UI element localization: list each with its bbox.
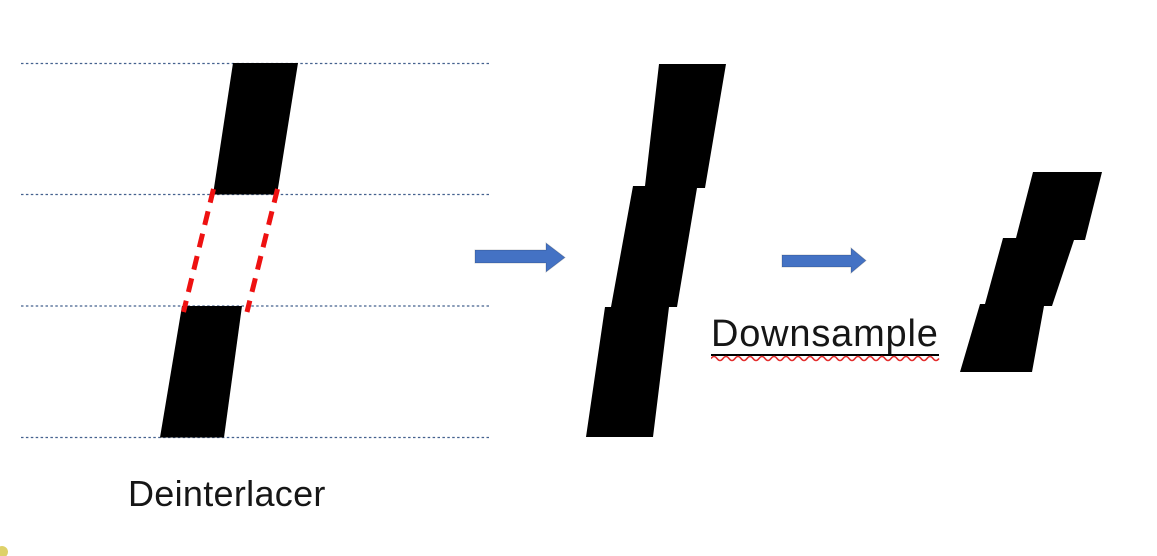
missing-field-left-dash xyxy=(181,188,216,313)
interlaced-bar-bottom-field xyxy=(160,306,242,438)
deinterlaced-bar xyxy=(586,64,726,437)
deinterlace-right-arrow-icon xyxy=(474,241,566,274)
downsampled-bar xyxy=(960,172,1102,372)
wavy-path xyxy=(711,355,940,362)
spellcheck-wavy-underline xyxy=(711,355,940,362)
downsample-label: Downsample xyxy=(711,315,939,356)
missing-field-right-dash xyxy=(244,188,280,313)
deinterlacer-label: Deinterlacer xyxy=(128,473,326,514)
downsample-right-arrow-icon xyxy=(781,246,867,275)
interlaced-bar-top-field xyxy=(213,63,298,195)
corner-artifact xyxy=(0,546,8,556)
downsample-text: Downsample xyxy=(711,313,939,356)
